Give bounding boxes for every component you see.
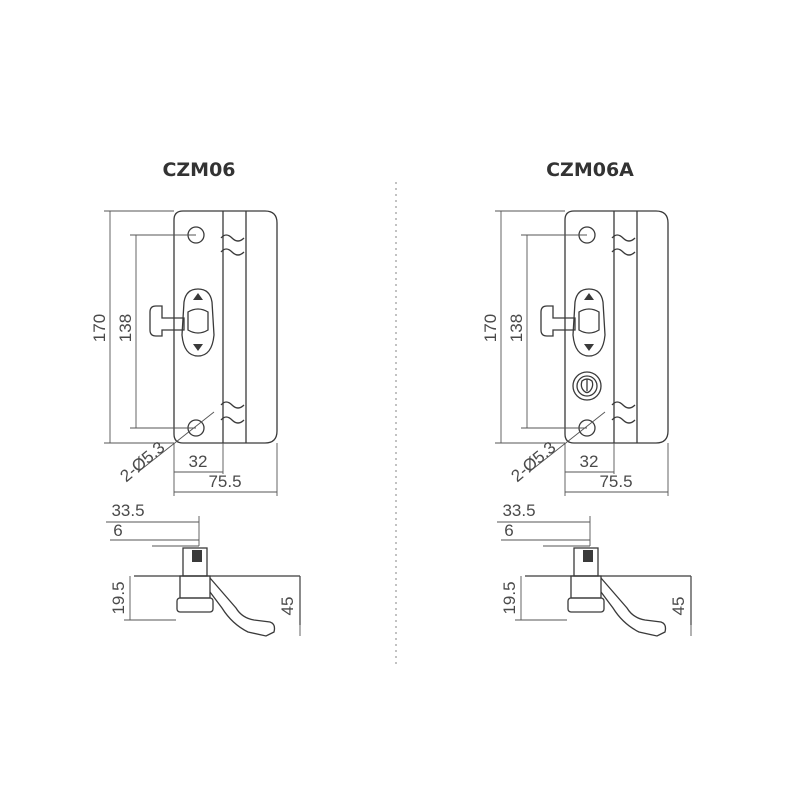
hole-pitch-label: 138 — [116, 314, 135, 342]
hole-leader — [137, 411, 215, 473]
break-mark — [220, 234, 245, 256]
front-dimensions: 170 138 2-Ø5.3 32 75.5 — [481, 210, 669, 496]
overall-height-label: 170 — [481, 314, 500, 342]
hole-pitch-label: 138 — [507, 314, 526, 342]
arrow-down-icon — [193, 344, 203, 351]
base-height-label: 19.5 — [109, 581, 128, 614]
side-offset-label: 6 — [504, 521, 513, 540]
handle-height-label: 45 — [278, 597, 297, 616]
handle-lever — [209, 577, 276, 637]
overall-width-label: 75.5 — [208, 472, 241, 491]
break-mark — [220, 401, 245, 424]
drawing-czm06: CZM06 170 — [90, 159, 301, 637]
offset-width-label: 32 — [189, 452, 208, 471]
lock-screw — [192, 550, 202, 562]
latch-tab — [149, 305, 185, 337]
base-height-label: 19.5 — [500, 581, 519, 614]
front-dimensions: 170 138 2-Ø5.3 32 75.5 — [90, 210, 278, 496]
latch-tab — [540, 305, 576, 337]
hole-leader — [528, 411, 606, 473]
front-view — [149, 210, 278, 444]
side-view: 33.5 6 19.5 45 — [497, 501, 692, 637]
lock-knob — [567, 597, 605, 613]
break-mark — [611, 401, 636, 424]
lock-plate — [564, 210, 669, 444]
lock-screw — [583, 550, 593, 562]
cam-slot-inner — [578, 308, 600, 334]
lock-knob — [176, 597, 214, 613]
front-view — [540, 210, 669, 444]
arrow-up-icon — [584, 293, 594, 300]
break-mark — [611, 234, 636, 256]
side-depth-label: 33.5 — [502, 501, 535, 520]
arrow-up-icon — [193, 293, 203, 300]
cam-slot — [572, 288, 606, 357]
hole-spec-label: 2-Ø5.3 — [507, 438, 559, 486]
overall-width-label: 75.5 — [599, 472, 632, 491]
drawing-title: CZM06 — [162, 159, 235, 181]
hole-spec-label: 2-Ø5.3 — [116, 438, 168, 486]
lock-housing — [179, 575, 211, 599]
drawing-czm06a: CZM06A 170 — [481, 159, 692, 637]
handle-lever — [600, 577, 667, 637]
side-depth-label: 33.5 — [111, 501, 144, 520]
lock-plate — [173, 210, 278, 444]
cam-slot — [181, 288, 215, 357]
side-offset-label: 6 — [113, 521, 122, 540]
side-view: 33.5 6 19.5 45 — [106, 501, 301, 637]
key-cylinder-icon — [572, 371, 602, 401]
offset-width-label: 32 — [580, 452, 599, 471]
cam-slot-inner — [187, 308, 209, 334]
drawing-title: CZM06A — [546, 159, 634, 181]
handle-height-label: 45 — [669, 597, 688, 616]
arrow-down-icon — [584, 344, 594, 351]
lock-housing — [570, 575, 602, 599]
overall-height-label: 170 — [90, 314, 109, 342]
